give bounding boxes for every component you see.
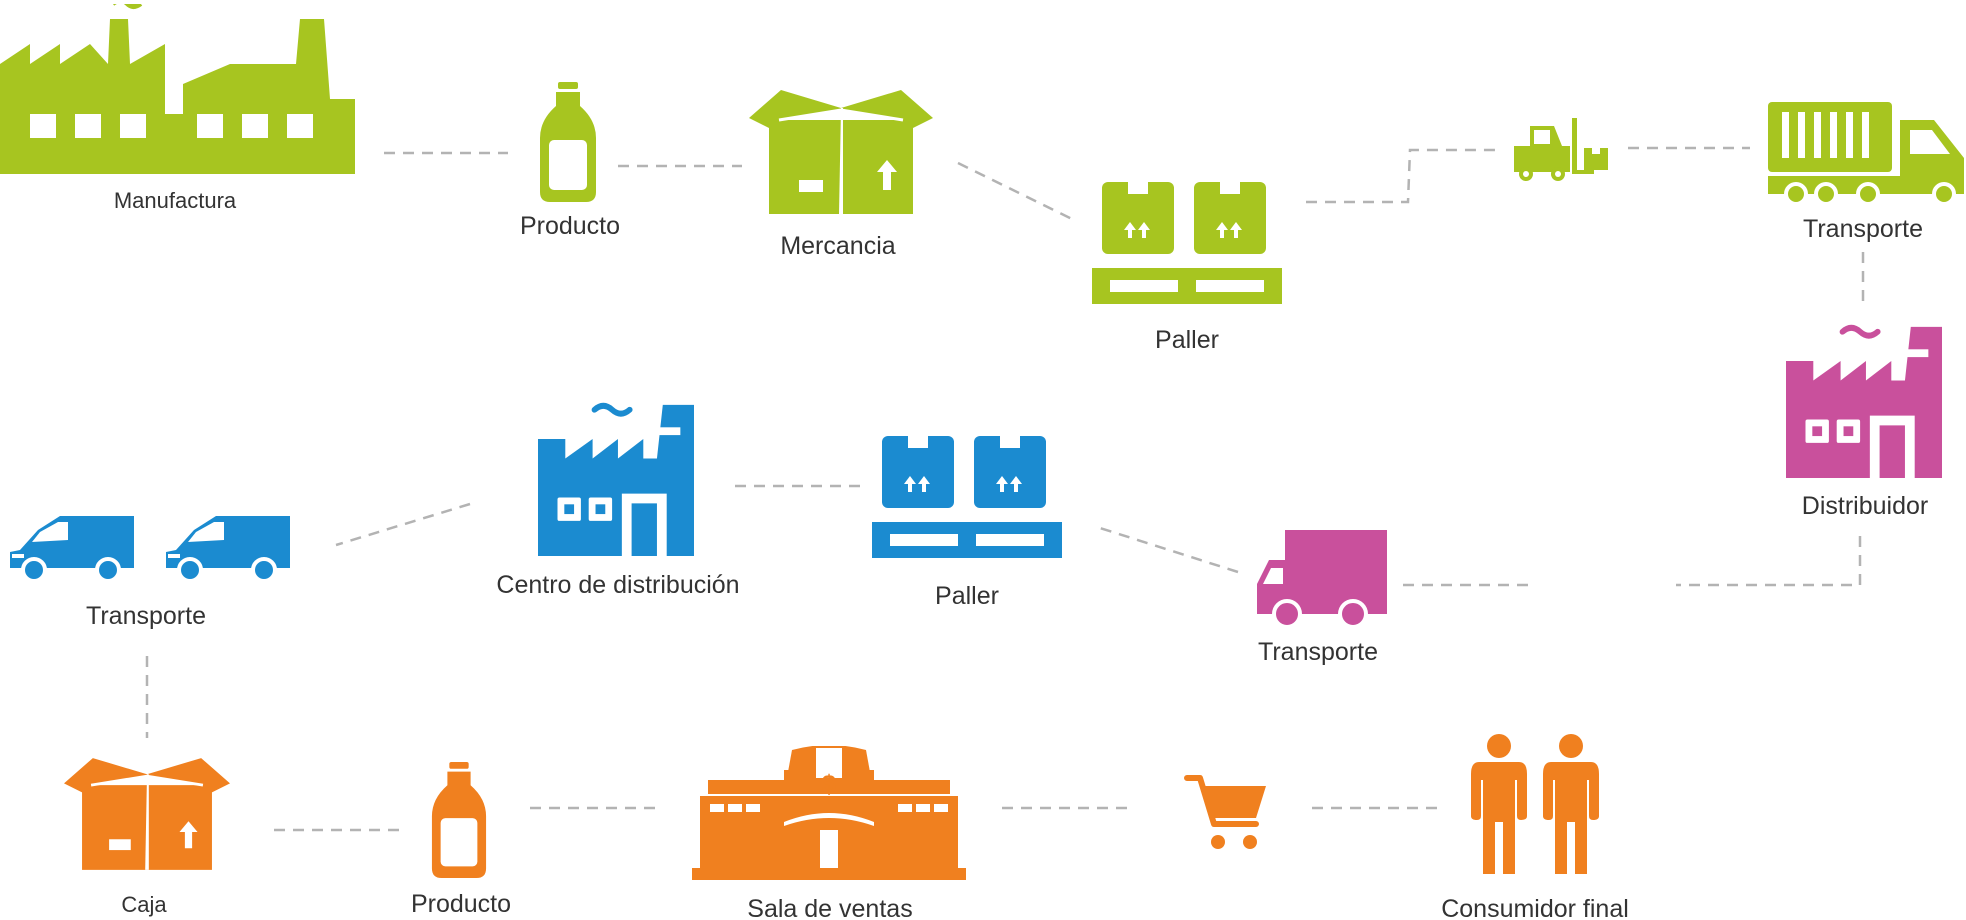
box-truck-icon bbox=[1257, 530, 1387, 626]
label-manufactura: Manufactura bbox=[114, 188, 237, 213]
node-transporte-2: Transporte bbox=[1257, 530, 1387, 666]
node-paller-1: Paller bbox=[1092, 182, 1282, 354]
connector-distribuidor-forklift bbox=[1676, 536, 1862, 587]
open-box-icon bbox=[749, 90, 933, 214]
label-producto-2: Producto bbox=[411, 890, 511, 918]
node-transporte-1: Transporte bbox=[1768, 102, 1964, 243]
label-sala: Sala de ventas bbox=[747, 895, 912, 920]
node-consumidor: Consumidor final bbox=[1441, 734, 1629, 920]
label-transporte-2: Transporte bbox=[1258, 638, 1378, 666]
shopping-cart-icon bbox=[1187, 778, 1266, 849]
van-icon bbox=[10, 516, 134, 583]
store-dollar-sign: $ bbox=[822, 769, 837, 799]
label-distribuidor: Distribuidor bbox=[1802, 492, 1928, 520]
pallet-icon bbox=[1092, 182, 1282, 304]
connector-paller-forklift bbox=[1306, 148, 1496, 204]
person-icon bbox=[1543, 734, 1599, 874]
label-paller-1: Paller bbox=[1155, 326, 1219, 354]
bottle-icon bbox=[431, 762, 487, 878]
node-distribuidor: Distribuidor bbox=[1786, 327, 1942, 520]
node-caja: Caja bbox=[64, 756, 230, 917]
node-mercancia: Mercancia bbox=[749, 90, 933, 260]
node-forklift-1 bbox=[1514, 118, 1608, 181]
label-paller-2: Paller bbox=[935, 582, 999, 610]
node-sala: $ Sala de ventas bbox=[692, 746, 966, 920]
label-caja: Caja bbox=[121, 892, 167, 917]
van-icon bbox=[166, 516, 290, 583]
node-producto-2: Producto bbox=[411, 762, 511, 918]
factory-icon bbox=[1786, 327, 1942, 478]
label-transporte-3: Transporte bbox=[86, 602, 206, 630]
connector-mercancia-paller bbox=[957, 161, 1075, 222]
label-centro: Centro de distribución bbox=[496, 571, 739, 599]
node-producto-1: Producto bbox=[520, 82, 620, 240]
node-transporte-3: Transporte bbox=[10, 516, 290, 630]
node-centro: Centro de distribución bbox=[496, 405, 740, 599]
label-consumidor: Consumidor final bbox=[1441, 895, 1629, 920]
open-box-icon bbox=[64, 756, 230, 872]
node-paller-2: Paller bbox=[872, 436, 1062, 610]
label-transporte-1: Transporte bbox=[1803, 215, 1923, 243]
connector-truck-paller bbox=[1099, 526, 1239, 574]
container-truck-icon bbox=[1768, 102, 1964, 206]
factory-icon bbox=[0, 4, 355, 174]
label-mercancia: Mercancia bbox=[780, 232, 895, 260]
factory-icon bbox=[538, 405, 694, 556]
connector-centro-van bbox=[335, 502, 471, 547]
person-icon bbox=[1471, 734, 1527, 874]
node-cart bbox=[1187, 778, 1266, 849]
label-producto-1: Producto bbox=[520, 212, 620, 240]
forklift-icon bbox=[1514, 118, 1608, 181]
store-icon bbox=[692, 746, 966, 880]
connectors bbox=[145, 146, 1865, 832]
bottle-icon bbox=[540, 82, 596, 202]
node-manufactura: Manufactura bbox=[0, 4, 355, 213]
pallet-icon bbox=[872, 436, 1062, 558]
